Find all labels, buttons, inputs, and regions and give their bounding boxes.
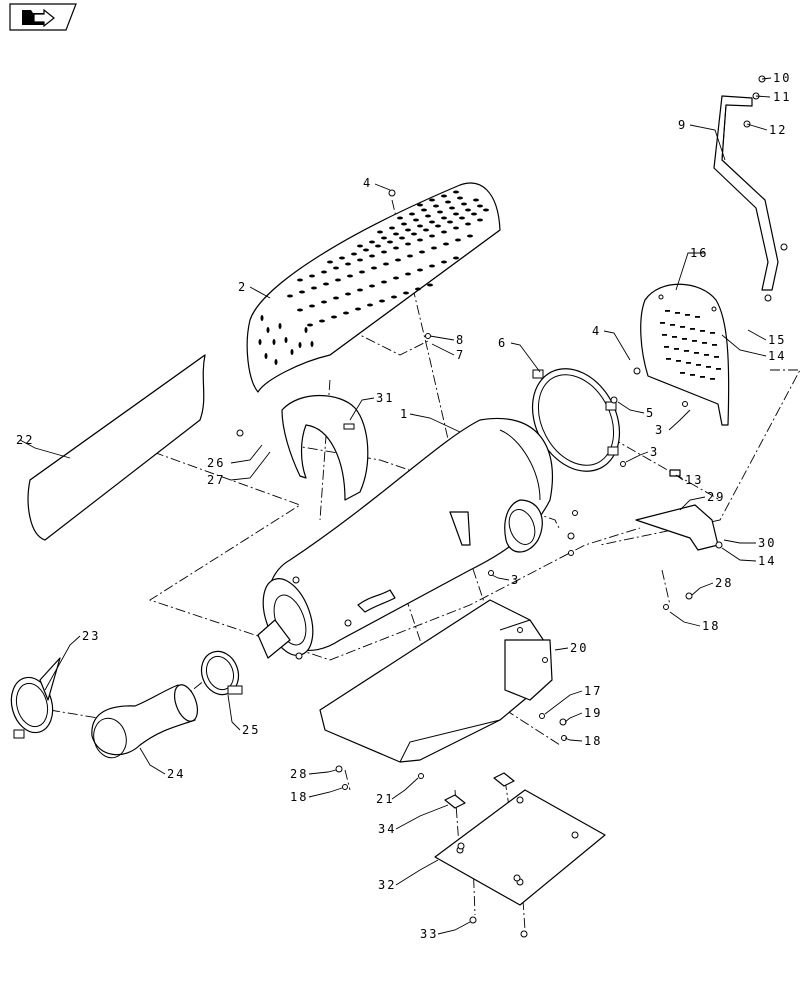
callout-3[interactable]: 3 — [655, 423, 664, 437]
mount-13[interactable] — [669, 469, 681, 477]
callout-29[interactable]: 29 — [707, 490, 725, 504]
mounting-plate[interactable] — [434, 789, 606, 906]
bracket-29[interactable] — [635, 504, 723, 551]
callout-7[interactable]: 7 — [456, 348, 465, 362]
callout-6[interactable]: 6 — [498, 336, 507, 350]
hose-clamp[interactable] — [196, 646, 245, 700]
callout-31[interactable]: 31 — [376, 391, 394, 405]
perforated-heat-shield[interactable] — [246, 182, 501, 393]
perforated-end-cover[interactable] — [640, 283, 730, 426]
callout-labels: 10 11 9 12 4 2 16 15 14 8 7 6 4 31 1 5 3… — [16, 71, 791, 941]
callout-32[interactable]: 32 — [378, 878, 396, 892]
callout-2[interactable]: 2 — [238, 280, 247, 294]
callout-27[interactable]: 27 — [207, 473, 225, 487]
callout-24[interactable]: 24 — [167, 767, 185, 781]
folder-arrow-icon[interactable] — [9, 3, 77, 31]
band-clamp[interactable] — [515, 354, 636, 487]
hardware-bolts[interactable] — [236, 189, 693, 938]
callout-30[interactable]: 30 — [758, 536, 776, 550]
callout-28-b[interactable]: 28 — [290, 767, 308, 781]
callout-8[interactable]: 8 — [456, 333, 465, 347]
callout-1[interactable]: 1 — [400, 407, 409, 421]
callout-13[interactable]: 13 — [685, 473, 703, 487]
callout-16[interactable]: 16 — [690, 246, 708, 260]
callout-26[interactable]: 26 — [207, 456, 225, 470]
exhaust-tube-section[interactable] — [27, 354, 206, 541]
callout-34[interactable]: 34 — [378, 822, 396, 836]
callout-4[interactable]: 4 — [363, 176, 372, 190]
callout-17[interactable]: 17 — [584, 684, 602, 698]
callout-18-c[interactable]: 18 — [290, 790, 308, 804]
callout-20[interactable]: 20 — [570, 641, 588, 655]
callout-22[interactable]: 22 — [16, 433, 34, 447]
washer-34[interactable] — [444, 772, 515, 809]
callout-12[interactable]: 12 — [769, 123, 787, 137]
callout-3-b[interactable]: 3 — [650, 445, 659, 459]
air-cleaner-housing[interactable] — [254, 417, 554, 662]
leader-lines — [19, 77, 772, 935]
callout-28[interactable]: 28 — [715, 576, 733, 590]
intake-elbow[interactable] — [89, 682, 202, 762]
callout-14-b[interactable]: 14 — [758, 554, 776, 568]
support-bracket[interactable] — [713, 75, 788, 302]
callout-11[interactable]: 11 — [773, 90, 791, 104]
callout-14[interactable]: 14 — [768, 349, 786, 363]
callout-9[interactable]: 9 — [678, 118, 687, 132]
callout-18[interactable]: 18 — [702, 619, 720, 633]
rain-cap[interactable] — [5, 657, 61, 739]
callout-18-b[interactable]: 18 — [584, 734, 602, 748]
callout-4-b[interactable]: 4 — [592, 324, 601, 338]
callout-21[interactable]: 21 — [376, 792, 394, 806]
callout-15[interactable]: 15 — [768, 333, 786, 347]
callout-23[interactable]: 23 — [82, 629, 100, 643]
lower-heat-shield[interactable] — [319, 599, 553, 763]
callout-19[interactable]: 19 — [584, 706, 602, 720]
callout-5[interactable]: 5 — [646, 406, 655, 420]
callout-3-c[interactable]: 3 — [511, 573, 520, 587]
callout-10[interactable]: 10 — [773, 71, 791, 85]
callout-25[interactable]: 25 — [242, 723, 260, 737]
callout-33[interactable]: 33 — [420, 927, 438, 941]
inner-heat-shield[interactable] — [281, 394, 369, 501]
